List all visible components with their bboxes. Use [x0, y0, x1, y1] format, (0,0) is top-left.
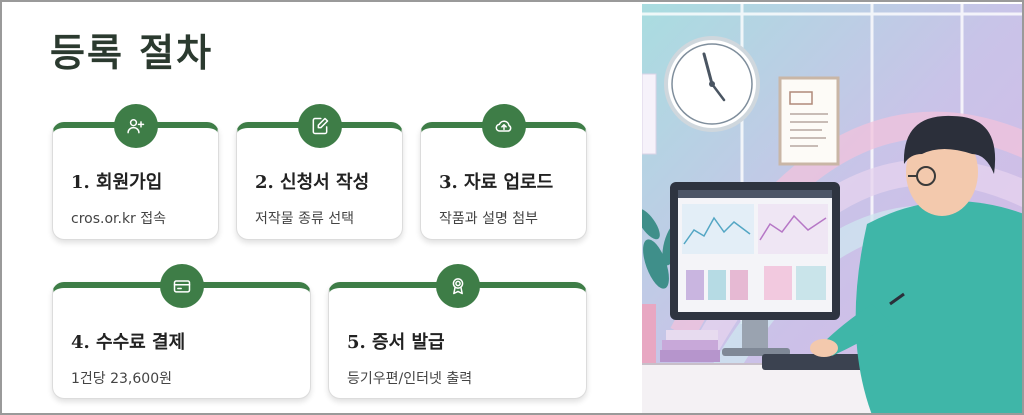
step-description: 작품과 설명 첨부 [439, 211, 539, 227]
award-icon [435, 264, 480, 308]
step-card-4: 4. 수수료 결제 1건당 23,600원 [52, 264, 311, 399]
plant [642, 208, 682, 364]
step-card-2: 2. 신청서 작성 저작물 종류 선택 [236, 104, 403, 240]
step-description: 1건당 23,600원 [71, 371, 172, 387]
step-card-1: 1. 회원가입 cros.or.kr 접속 [52, 104, 219, 240]
wall-clock [664, 36, 760, 132]
step-title: 1. 회원가입 [71, 172, 163, 193]
monitor [670, 182, 840, 356]
step-card-5: 5. 증서 발급 등기우편/인터넷 출력 [328, 264, 587, 399]
step-title: 3. 자료 업로드 [439, 172, 554, 193]
keyboard [762, 354, 872, 370]
step-description: 등기우편/인터넷 출력 [347, 371, 473, 387]
credit-card-icon [159, 264, 204, 308]
step-description: 저작물 종류 선택 [255, 211, 355, 227]
step-title: 4. 수수료 결제 [71, 332, 186, 353]
picture-frame-left [642, 73, 657, 155]
person [810, 115, 1022, 413]
cloud-upload-icon [481, 104, 526, 148]
edit-document-icon [297, 104, 342, 148]
books [660, 330, 720, 362]
page-title: 등록 절차 [50, 30, 214, 75]
step-title: 2. 신청서 작성 [255, 172, 370, 193]
wall-certificate [778, 76, 840, 166]
illustration [642, 4, 1022, 413]
add-user-icon [113, 104, 158, 148]
step-card-3: 3. 자료 업로드 작품과 설명 첨부 [420, 104, 587, 240]
step-title: 5. 증서 발급 [347, 332, 445, 353]
step-description: cros.or.kr 접속 [71, 211, 167, 227]
